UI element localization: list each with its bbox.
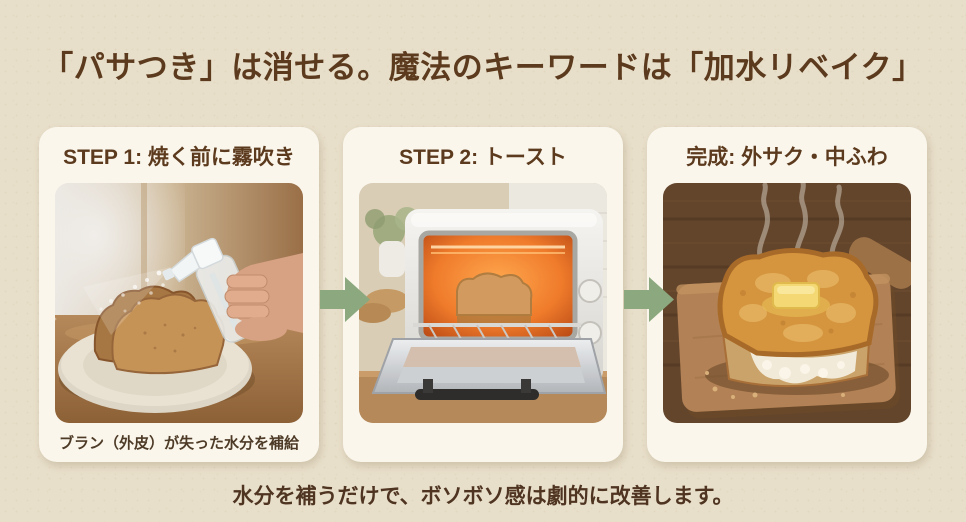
step1-header: STEP 1: 焼く前に霧吹き bbox=[63, 146, 295, 169]
arrow-right-icon bbox=[320, 277, 370, 322]
finish-photo bbox=[663, 183, 911, 423]
step-card-1: STEP 1: 焼く前に霧吹き bbox=[39, 127, 319, 462]
step1-caption: ブラン（外皮）が失った水分を補給 bbox=[58, 435, 299, 452]
page-title: 「パサつき」は消せる。魔法のキーワードは「加水リベイク」 bbox=[42, 50, 924, 85]
step2-header: STEP 2: トースト bbox=[399, 146, 567, 169]
arrow-right-icon bbox=[624, 277, 674, 322]
finished-toast-illustration bbox=[663, 183, 911, 423]
toaster-oven-illustration bbox=[359, 183, 607, 423]
step-card-2: STEP 2: トースト bbox=[343, 127, 623, 462]
step1-photo bbox=[55, 183, 303, 423]
steps-row: STEP 1: 焼く前に霧吹き bbox=[39, 127, 927, 462]
footer-note: 水分を補うだけで、ボソボソ感は劇的に改善します。 bbox=[232, 485, 734, 508]
step2-photo bbox=[359, 183, 607, 423]
finish-card: 完成: 外サク・中ふわ bbox=[647, 127, 927, 462]
finish-header: 完成: 外サク・中ふわ bbox=[686, 146, 888, 169]
bread-spray-illustration bbox=[55, 183, 303, 423]
